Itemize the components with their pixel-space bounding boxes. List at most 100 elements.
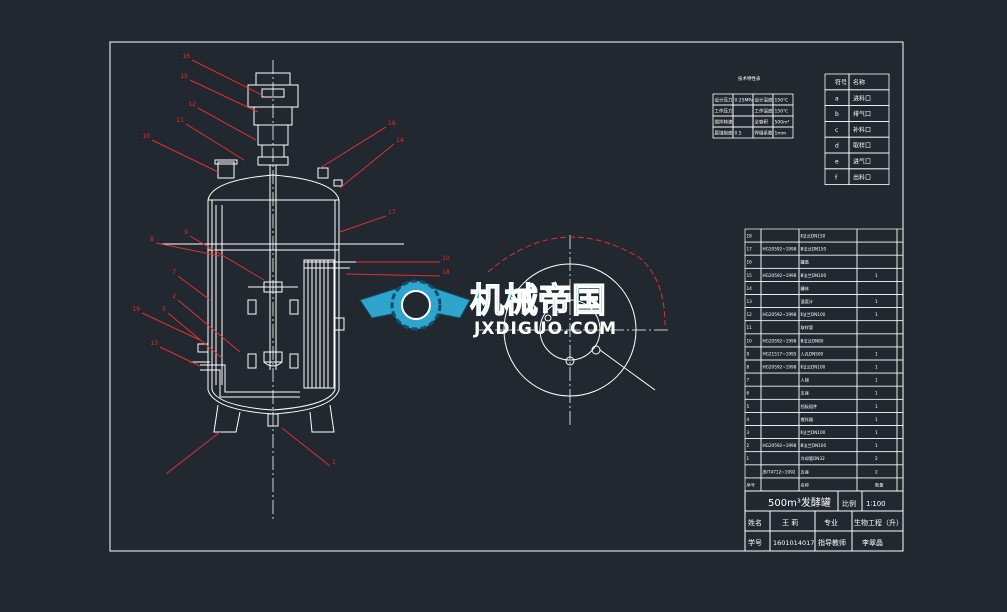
leader-label: 15 <box>180 73 188 80</box>
parts-list-cell: 1 <box>875 443 878 448</box>
parts-list-cell-border <box>896 346 904 361</box>
watermark-cn: 机械帝国 <box>470 281 606 321</box>
parts-list-cell-border <box>760 412 800 426</box>
parts-list-cell: 10 <box>747 338 753 343</box>
leader-label: 12 <box>188 101 196 108</box>
parts-list-cell: HG20592~1998 <box>763 338 797 343</box>
nozzle-table-cell: 出料口 <box>853 173 871 181</box>
parts-list-cell-border <box>856 254 898 269</box>
parts-list-cell: Ⅲ法兰DN100 <box>801 442 827 449</box>
title-block <box>744 490 904 552</box>
parts-list-cell: 1 <box>875 404 878 409</box>
tech-table-cell: 150℃ <box>775 109 789 115</box>
parts-list-cell: Ⅲ法兰DN100 <box>801 272 827 279</box>
leader-line <box>185 123 245 161</box>
parts-list-cell-border <box>896 477 904 492</box>
parts-list-cell: 1 <box>875 417 878 422</box>
parts-list-cell-border <box>896 412 904 426</box>
parts-list-cell: HG20592~1998 <box>763 273 797 278</box>
parts-list-header: 序号 <box>747 481 755 488</box>
major-label: 专业 <box>824 518 838 527</box>
parts-list-cell: 15 <box>747 273 753 278</box>
parts-list-cell: 1 <box>875 391 878 396</box>
leader-line <box>319 126 387 169</box>
parts-list-cell: 1 <box>875 378 878 383</box>
parts-list-cell: 2 <box>875 456 878 461</box>
parts-list-cell-border <box>760 281 800 295</box>
tech-table-cell: 工作压力 <box>715 108 733 115</box>
nozzle-table-cell: c <box>835 127 838 134</box>
parts-list-cell: 2 <box>875 469 878 474</box>
parts-list-cell-border <box>896 320 904 335</box>
major-value: 生物工程（升） <box>854 518 903 527</box>
parts-list-cell-border <box>744 464 762 479</box>
parts-list-cell: Ⅲ法兰DN150 <box>801 246 827 253</box>
leader-label: 10 <box>142 133 150 140</box>
nozzle-table-cell: 排气口 <box>853 110 871 118</box>
parts-list-cell: 16 <box>747 260 753 265</box>
parts-list-cell: 罐盖 <box>801 259 809 266</box>
parts-list-cell: 挡板组件 <box>801 403 818 410</box>
parts-list-cell-border <box>896 307 904 322</box>
drawing-name: 500m³发酵罐 <box>768 496 831 509</box>
top-view <box>478 235 668 425</box>
tech-table-cell: 设计温度 <box>755 97 773 104</box>
parts-list-cell-border <box>760 254 800 269</box>
tech-table-cell: 焊缝系数 <box>755 130 773 137</box>
tech-table-cell: 腐蚀裕度 <box>715 130 733 137</box>
leader-line <box>151 139 219 173</box>
teacher-label: 指导教师 <box>818 538 846 547</box>
name-label: 姓名 <box>748 518 762 527</box>
parts-list-cell-border <box>896 451 904 466</box>
parts-list-cell: 1 <box>875 299 878 304</box>
nozzle-table-cell: d <box>835 143 839 150</box>
leader-line <box>177 299 241 353</box>
parts-list-cell: 取样管 <box>801 324 814 331</box>
leader-label: 2 <box>172 293 176 300</box>
parts-list-cell: HG20592~1998 <box>763 312 797 317</box>
tech-table-cell: 500m³ <box>775 120 790 126</box>
parts-list-cell: 冷却管DN32 <box>801 455 826 462</box>
parts-list-cell-border <box>896 398 904 413</box>
parts-list-cell-border <box>896 359 904 374</box>
parts-list-cell: 温度计 <box>801 298 814 305</box>
parts-list-cell-border <box>760 477 800 492</box>
leader-label: 16 <box>182 53 190 60</box>
scale-value: 1∶100 <box>866 500 886 508</box>
parts-list-cell: 人孔DN500 <box>801 350 824 357</box>
leader-label: 14 <box>396 137 404 144</box>
parts-list-cell: 支座 <box>801 468 809 475</box>
leader-label: 1 <box>332 459 336 466</box>
parts-list-cell: 2 <box>747 443 750 448</box>
parts-list-cell: 5 <box>747 404 750 409</box>
nozzle-table-cell-border <box>848 168 890 186</box>
parts-list-cell: 搅拌器 <box>801 416 814 423</box>
parts-list-cell-border <box>896 294 904 308</box>
parts-list-cell-border <box>760 398 800 413</box>
parts-list-cell: 1 <box>875 351 878 356</box>
parts-list-cell: Ⅱ法兰DN100 <box>801 429 826 436</box>
tech-table-title: 技术特性表 <box>738 75 761 82</box>
parts-list-cell: Ⅱ法兰DN150 <box>801 233 826 240</box>
parts-list-cell: JB/T4712~1992 <box>762 469 796 474</box>
leader-label: 13 <box>150 340 158 347</box>
parts-list-cell: HG20592~1998 <box>763 443 797 448</box>
watermark-en: JXDIGUO.COM <box>473 319 617 339</box>
parts-list-cell: Ⅱ法兰DN100 <box>801 311 826 318</box>
leader-line <box>155 242 221 257</box>
parts-list-cell-border <box>760 425 800 439</box>
leader-label: 19 <box>132 306 140 313</box>
parts-list-cell: 11 <box>747 325 753 330</box>
nozzle-table-cell: 取样口 <box>853 142 871 150</box>
leader-line <box>339 215 387 233</box>
leader-line <box>281 427 331 467</box>
tech-table-cell: 搅拌转速 <box>715 119 733 126</box>
parts-list-cell-border <box>896 241 904 256</box>
parts-list-cell-border <box>760 451 800 466</box>
parts-list-cell-border <box>896 254 904 269</box>
leader-label: 8 <box>150 236 154 243</box>
parts-list-cell: 支座 <box>801 390 809 397</box>
tech-table-cell-border <box>732 104 754 117</box>
